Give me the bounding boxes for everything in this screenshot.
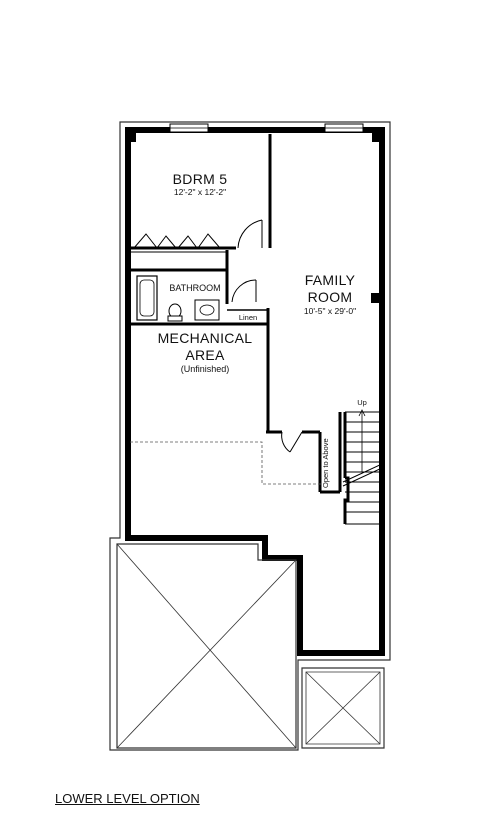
bathroom-door-swing <box>231 279 257 303</box>
mechanical-name-line2: AREA <box>185 347 225 363</box>
unfinished-boundary <box>130 441 322 485</box>
lower-right-room <box>301 667 385 749</box>
bedroom-door-swing <box>237 219 263 249</box>
bathroom-name: BATHROOM <box>169 283 221 293</box>
staircase <box>342 409 383 525</box>
corner-post-left <box>128 130 136 142</box>
bedroom-dimensions: 12'-2" x 12'-2" <box>173 187 227 197</box>
linen-name: Linen <box>238 313 258 322</box>
lower-left-x1 <box>116 543 297 749</box>
stair-break-line <box>342 463 383 483</box>
mechanical-name-line1: MECHANICAL <box>157 330 253 346</box>
bedroom-name: BDRM 5 <box>172 171 228 187</box>
mechanical-note: (Unfinished) <box>180 364 230 374</box>
corner-post-right <box>372 130 380 142</box>
family-door-swing <box>281 431 291 453</box>
sink <box>199 304 215 316</box>
bathtub <box>136 275 158 321</box>
exterior-wall <box>125 127 385 656</box>
outer-outline <box>109 121 391 751</box>
family-door <box>289 431 303 453</box>
stair-up-label: Up <box>357 398 367 407</box>
lower-right-x2 <box>305 671 381 745</box>
open-to-above-label: Open to Above <box>321 438 330 488</box>
stair-stringer <box>343 412 350 524</box>
bathtub-basin <box>139 279 155 317</box>
closet-bifold-doors <box>133 233 221 249</box>
family-room-dimensions: 10'-5" x 29'-0" <box>303 306 357 316</box>
plan-caption: LOWER LEVEL OPTION <box>55 791 200 806</box>
toilet-tank <box>167 315 183 322</box>
vanity <box>194 299 220 321</box>
stair-break-line <box>342 467 383 487</box>
stair-up-arrowhead <box>358 409 366 417</box>
family-room-name-line2: ROOM <box>307 289 353 305</box>
lower-left-x2 <box>116 559 297 749</box>
column <box>371 293 379 303</box>
family-room-name-line1: FAMILY <box>304 272 356 288</box>
